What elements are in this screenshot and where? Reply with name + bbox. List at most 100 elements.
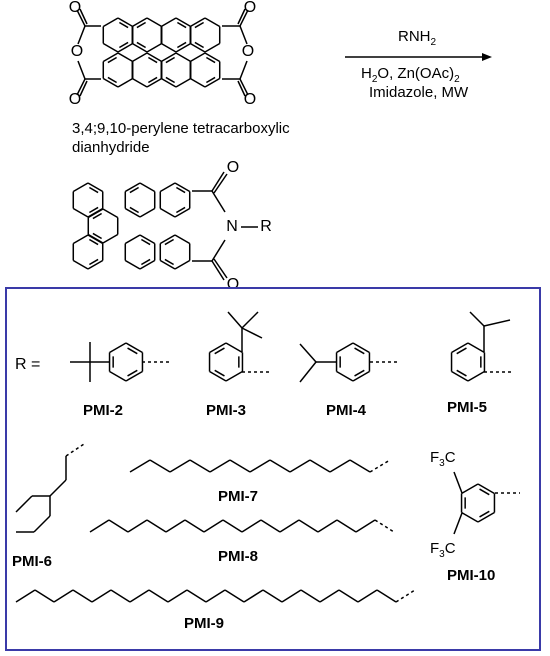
pmi-9-chain-bond: [376, 589, 397, 603]
substituent-structures: [15, 311, 520, 603]
pmi-8-chain-bond: [127, 519, 148, 533]
oxygen-atom: O: [244, 91, 256, 108]
pmi-7-chain-bond: [149, 459, 171, 473]
bond: [239, 9, 249, 27]
perylene-ring-bond: [131, 17, 148, 28]
double-bond: [148, 56, 158, 64]
pmi-8-chain-bond: [108, 519, 129, 533]
double-bond: [456, 347, 467, 355]
pmi-9-chain-bond: [34, 589, 55, 603]
bond: [76, 9, 86, 27]
pmi-9-chain-bond: [338, 589, 359, 603]
bond: [483, 319, 511, 327]
pmi-2-ring-bond: [109, 342, 127, 354]
perylene-ring-bond: [131, 52, 148, 63]
pmi-ring-bond: [72, 234, 89, 245]
pmi-8-chain-bond: [203, 519, 224, 533]
perylene-ring-bond: [189, 42, 206, 53]
double-bond: [206, 56, 216, 64]
pmi-9-chain-bond: [167, 589, 188, 603]
pmi-10-ring-bond: [477, 483, 495, 495]
pmi-ring-bond: [124, 207, 141, 218]
pmi-9-chain-bond: [110, 589, 131, 603]
bond: [49, 479, 67, 497]
perylene-ring-bond: [204, 42, 221, 53]
pmi-9-chain-bond: [319, 589, 340, 603]
bond: [469, 311, 485, 327]
bond: [239, 78, 249, 96]
perylene-ring-bond: [204, 52, 221, 63]
pmi-9-chain-bond: [91, 589, 112, 603]
perylene-ring-bond: [204, 17, 221, 28]
pmi-ring-bond: [174, 234, 191, 245]
perylene-ring-bond: [146, 52, 163, 63]
bond: [241, 311, 259, 329]
oxygen-atom: O: [242, 43, 254, 60]
pmi-7-chain-bond: [189, 459, 211, 473]
pmi-9-chain-bond: [262, 589, 283, 603]
perylene-ring-bond: [102, 77, 119, 88]
pmi-9-chain-bond: [224, 589, 245, 603]
pmi-2-ring-bond: [109, 370, 127, 382]
starting-material-name-line1: 3,4;9,10-perylene tetracarboxylic: [72, 120, 290, 137]
pmi-9-chain-bond: [53, 589, 74, 603]
double-bond: [89, 258, 99, 266]
label-pmi-9: PMI-9: [184, 615, 225, 632]
pmi-10-ring-bond: [477, 511, 495, 523]
pmi-ring-bond: [139, 207, 156, 218]
double-bond: [206, 76, 216, 84]
perylene-ring-bond: [131, 77, 148, 88]
pmi-8-chain-bond: [317, 519, 338, 533]
pmi-3-ring-bond: [225, 370, 243, 382]
pmi-7-chain-bond: [349, 459, 371, 473]
pmi-9-chain-bond: [129, 589, 150, 603]
substituent-box: [5, 287, 541, 651]
pmi-ring-bond: [87, 234, 104, 245]
perylene-ring-bond: [146, 77, 163, 88]
perylene-ring-bond: [117, 77, 134, 88]
pmi-5-ring-bond: [451, 342, 469, 354]
double-bond: [79, 8, 88, 25]
double-bond: [148, 76, 158, 84]
double-bond: [177, 21, 187, 29]
pmi-7-chain-bond: [289, 459, 311, 473]
double-bond: [119, 41, 129, 49]
pmi-5-ring-bond: [451, 370, 469, 382]
pmi-ring-bond: [159, 182, 176, 193]
pmi-8-chain-bond: [165, 519, 186, 533]
pmi-4-ring-bond: [352, 370, 370, 382]
oxygen-atom: O: [71, 43, 83, 60]
perylene-ring-bond: [189, 17, 206, 28]
pmi-ring-bond: [139, 182, 156, 193]
double-bond: [92, 212, 102, 220]
bond: [211, 190, 226, 213]
perylene-ring-bond: [175, 17, 192, 28]
pmi-ring-bond: [159, 259, 176, 270]
oxygen-atom: O: [244, 0, 256, 16]
perylene-ring-bond: [102, 42, 119, 53]
perylene-ring-bond: [131, 42, 148, 53]
pmi-7-chain-bond: [249, 459, 271, 473]
bond: [241, 327, 263, 339]
double-bond: [79, 80, 88, 97]
pmi-ring-bond: [72, 207, 89, 218]
pmi-ring-bond: [159, 207, 176, 218]
pmi-ring-bond: [87, 208, 104, 219]
double-bond: [194, 41, 204, 49]
double-bond: [176, 206, 186, 214]
double-bond: [107, 56, 117, 64]
pmi-7-chain-bond: [309, 459, 331, 473]
pmi-8-chain-bond: [89, 519, 110, 533]
perylene-ring-bond: [175, 77, 192, 88]
reagent-conditions-2: Imidazole, MW: [369, 84, 469, 101]
pmi-8-chain-bond: [222, 519, 243, 533]
pmi-5-ring-bond: [467, 342, 485, 354]
perylene-ring-bond: [146, 17, 163, 28]
pmi-9-chain-bond: [205, 589, 226, 603]
oxygen-atom: O: [69, 0, 81, 16]
label-pmi-7: PMI-7: [218, 488, 259, 505]
pmi-3-ring-bond: [209, 370, 227, 382]
pmi-ring-bond: [87, 182, 104, 193]
